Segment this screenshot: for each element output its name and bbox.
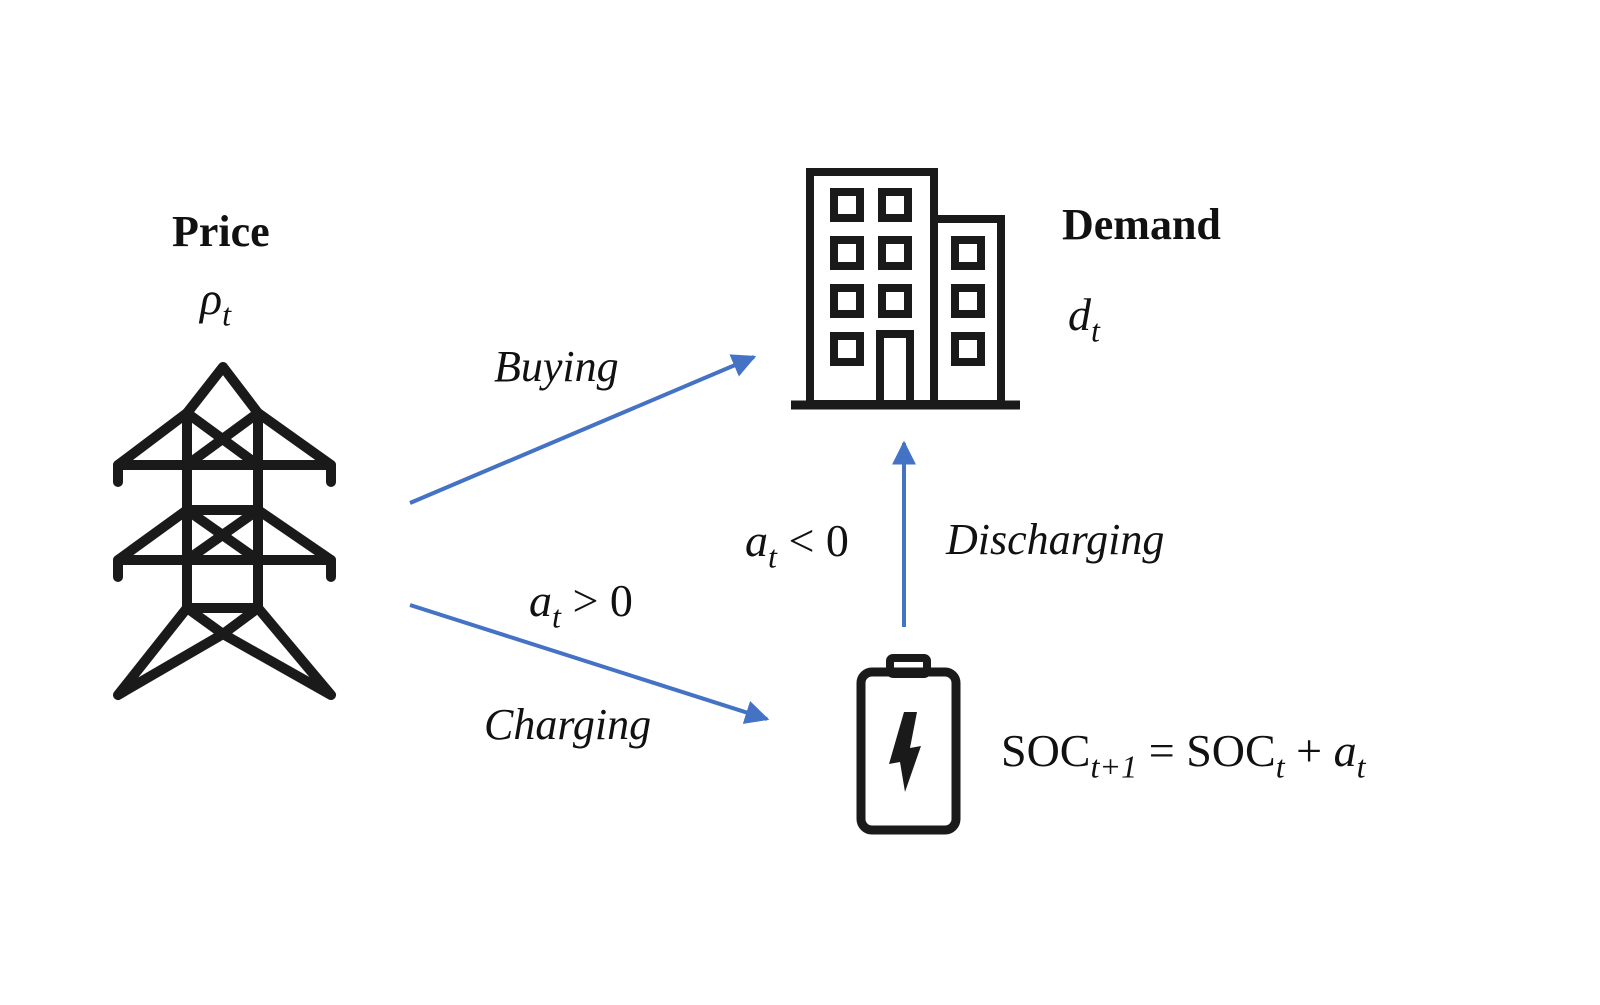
discharging-condition-operator: < 0 [776,515,849,566]
price-title: Price [172,207,270,256]
charging-condition-subscript: t [552,598,561,635]
soc-equals: = [1137,725,1187,776]
soc-rhs-subscript: t [1275,748,1285,785]
office-building-icon [791,168,1020,410]
demand-title: Demand [1062,200,1221,249]
buying-arrow [409,354,757,505]
price-symbol-subscript: t [222,296,232,333]
soc-action-symbol: a [1333,725,1357,776]
charging-arrow [409,603,770,724]
charging-label: Charging [484,700,652,749]
soc-plus: + [1284,725,1334,776]
demand-symbol-base: d [1068,289,1091,340]
charging-condition-symbol: a [529,575,552,626]
discharging-label: Discharging [946,515,1165,564]
discharging-condition-subscript: t [768,538,777,575]
battery-charging-icon [856,654,961,835]
charging-condition-operator: > 0 [560,575,633,626]
charging-condition: at > 0 [529,575,633,633]
demand-symbol-subscript: t [1091,312,1100,349]
soc-lhs-text: SOC [1001,725,1091,776]
transmission-tower-icon [113,362,336,700]
price-symbol: ρt [200,273,231,331]
buying-label: Buying [494,342,619,391]
soc-equation: SOCt+1 = SOCt + at [1001,725,1366,783]
discharging-condition: at < 0 [745,515,849,573]
soc-lhs-subscript: t+1 [1090,748,1138,785]
discharging-condition-symbol: a [745,515,768,566]
demand-symbol: dt [1068,289,1100,347]
soc-rhs-text: SOC [1186,725,1276,776]
price-symbol-base: ρ [200,273,223,324]
soc-action-subscript: t [1356,748,1366,785]
